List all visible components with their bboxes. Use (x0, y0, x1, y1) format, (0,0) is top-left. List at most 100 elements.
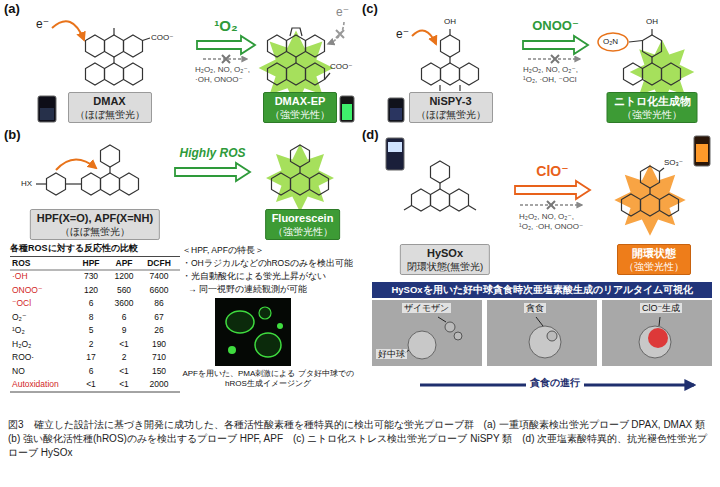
electron-label: e⁻ (336, 6, 349, 20)
fluorescein-structure (272, 173, 329, 195)
atom-label: OH (646, 17, 658, 26)
name-box: NiSPY-3（ほぼ無蛍光） (409, 92, 493, 123)
cell-label: 好中球 (376, 349, 407, 359)
dmax-structure (38, 96, 56, 122)
atom-label: OH (444, 17, 456, 26)
neutrophil-micrograph (372, 300, 482, 366)
hpf-structure (56, 159, 96, 170)
table-cell: 17 (76, 353, 106, 363)
neutrophil-micrograph (438, 317, 446, 322)
table-cell: <1 (108, 367, 140, 377)
figure-caption: 図3 確立した設計法に基づき開発に成功した、各種活性酸素種を種特異的に検出可能な… (8, 418, 712, 460)
open-ring-structure (660, 168, 665, 172)
dmax-structure (113, 57, 114, 63)
table-cell: 5 (76, 326, 106, 336)
hysox-structure (404, 206, 412, 211)
table-cell: 1200 (108, 272, 140, 282)
feature-note: ・OHラジカルなどのhROSのみを検出可能 (182, 259, 353, 269)
molecule-node: 開環状態（強蛍光性） (590, 150, 718, 275)
name-box: Fluorescein（強蛍光性） (265, 209, 341, 240)
atom-label: COO⁻ (330, 62, 352, 71)
electron-label: e⁻ (36, 18, 49, 32)
feature-note: → 同一視野の連続観測が可能 (188, 285, 307, 295)
table-cell: 150 (140, 367, 178, 377)
fluorescein-structure (266, 144, 334, 212)
open-ring-structure (694, 136, 710, 166)
unreactive-species: H₂O₂, NO, O₂⁻, ·OH, ONOO⁻ (195, 65, 259, 84)
open-ring-structure (614, 136, 710, 236)
open-ring-structure (641, 166, 660, 194)
name-box: ニトロ化生成物（強蛍光性） (607, 92, 698, 123)
open-ring-structure (614, 164, 685, 235)
panel-letter: (c) (362, 2, 378, 17)
apf-micrograph (259, 307, 271, 319)
apf-micrograph (215, 298, 291, 366)
neutrophil-micrograph (547, 331, 557, 341)
table-cell: <1 (76, 380, 106, 390)
dmax-ep-structure (290, 28, 302, 36)
neutrophil-micrograph (454, 332, 462, 340)
progress-label: 貪食の進行 (526, 377, 584, 389)
nitro-product-structure (624, 63, 681, 85)
hysox-structure (388, 142, 402, 152)
table-cell: <1 (108, 340, 140, 350)
dmax-ep-structure (295, 57, 296, 63)
probe-name: DMAX (75, 95, 145, 108)
table-cell: H₂O₂ (12, 340, 74, 350)
molecule-node: HySOx閉環状態(無蛍光) (375, 150, 515, 275)
dmax-structure (86, 35, 143, 57)
fluorescence-note: 閉環状態(無蛍光) (407, 261, 483, 272)
neutrophil-micrograph (602, 300, 712, 366)
panel-letter: (d) (362, 128, 379, 143)
table-cell: 7400 (140, 272, 178, 282)
blocked-reaction-arrow (222, 55, 230, 63)
reaction-arrow (197, 36, 255, 54)
hpf-structure (82, 173, 139, 195)
nispy-structure (459, 85, 460, 91)
cell-label: ザイモザン (402, 303, 451, 313)
hpf-structure (66, 183, 82, 184)
dmax-structure (113, 28, 114, 35)
neutrophil-micrograph (648, 328, 668, 348)
table-cell: DCFH (140, 259, 178, 269)
nispy-structure (441, 35, 460, 63)
name-box: DMAX-EP（強蛍光性） (263, 92, 337, 123)
apf-micrograph (277, 323, 283, 329)
neutrophil-micrograph (372, 300, 712, 385)
nispy-structure (449, 29, 450, 35)
probe-name: Fluorescein (272, 212, 334, 225)
fluorescence-note: （強蛍光性） (624, 261, 684, 272)
reagent-label: ONOO⁻ (532, 19, 579, 34)
atom-label: HX (21, 179, 32, 188)
dmax-ep-structure (328, 22, 344, 44)
unreactive-species: H₂O₂, NO, O₂⁻, ¹O₂, ·OH, ⁻OCl (523, 65, 593, 84)
hpf-structure (36, 183, 47, 184)
table-cell: <1 (108, 380, 140, 390)
feature-note: ・光自動酸化による蛍光上昇がない (182, 272, 326, 282)
molecule-node: Fluorescein（強蛍光性） (250, 140, 355, 240)
dmax-structure (40, 108, 54, 120)
table-cell: O₂⁻ (12, 313, 74, 323)
name-box: 開環状態（強蛍光性） (617, 244, 691, 275)
table-cell: 3600 (108, 299, 140, 309)
table-cell: 2 (76, 340, 106, 350)
apf-micrograph (226, 311, 254, 333)
panel-letter: (a) (4, 2, 20, 17)
fluorescence-note: （ほぼ無蛍光） (75, 109, 145, 120)
probe-name: NiSPY-3 (416, 95, 486, 108)
name-box: DMAX（ほぼ無蛍光） (68, 92, 152, 123)
table-cell: 26 (140, 326, 178, 336)
image-caption: APFを用いた、PMA刺激による ブタ好中球でのhROS生成イメージング (180, 369, 356, 389)
table-cell: 6 (108, 313, 140, 323)
cell-label: ClO⁻生成 (640, 303, 682, 313)
reagent-label: Highly ROS (179, 147, 245, 161)
table-cell: 710 (140, 353, 178, 363)
table-cell: Autoxidation (12, 380, 74, 390)
table-cell: 2 (108, 353, 140, 363)
nispy-structure (412, 31, 436, 44)
table-cell: 560 (108, 286, 140, 296)
table-cell: 67 (140, 313, 178, 323)
table-cell: ROO· (12, 353, 74, 363)
table-cell: ROS (12, 259, 74, 269)
neutrophil-micrograph (487, 300, 597, 366)
